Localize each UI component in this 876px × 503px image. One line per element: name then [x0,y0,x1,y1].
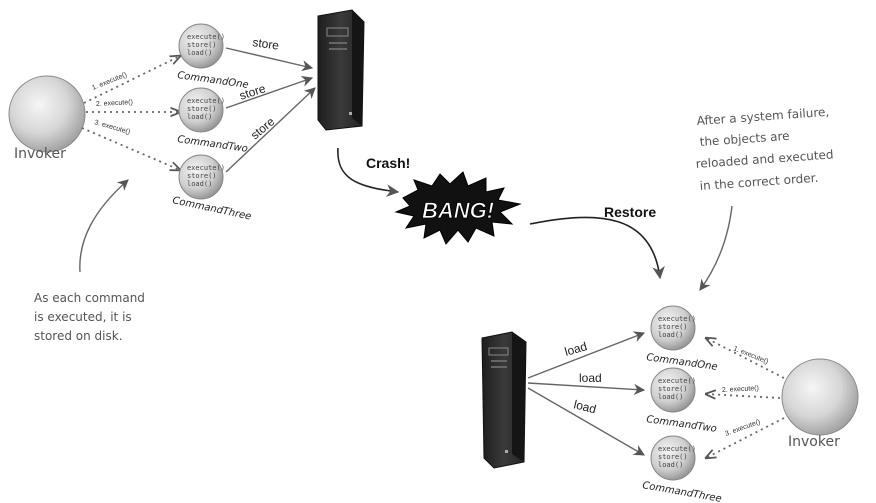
left-server [317,9,365,131]
right-call-line-3 [706,417,785,458]
left-call-label-3: 3. execute() [93,119,130,136]
right-call-label-3: 3. execute() [724,419,761,438]
method-execute: execute() [187,33,225,41]
crash-arrow [337,147,400,197]
method-load: load() [658,393,683,401]
load-label-3: load [572,397,597,416]
left-invoker-label: Invoker [14,146,66,162]
right-note-line-2: the objects are [699,129,790,149]
right-server [481,331,527,469]
right-execute-calls: 1. execute() 2. execute() 3. execute() [706,338,785,458]
method-execute: execute() [658,377,696,385]
left-command-one: execute() store() load() CommandOne [177,23,250,91]
left-command-two: execute() store() load() CommandTwo [177,87,249,155]
left-note-arrow [79,179,129,273]
load-arrow-2 [527,382,646,395]
load-arrow-3 [527,387,645,456]
method-load: load() [187,49,212,57]
left-note-line-2: is executed, it is [34,310,132,324]
command-name: CommandThree [171,195,252,222]
command-name: CommandThree [641,480,722,503]
restore-label: Restore [604,204,656,220]
right-command-three: execute() store() load() CommandThree [641,435,722,503]
right-invoker-label: Invoker [788,434,840,450]
right-command-two: execute() store() load() CommandTwo [646,367,718,435]
store-label-1: store [252,35,281,53]
left-call-line-1 [83,56,180,104]
right-note: After a system failure, the objects are … [695,105,834,291]
right-note-line-1: After a system failure, [696,105,829,128]
method-load: load() [187,180,212,188]
crash-label: Crash! [366,155,410,171]
method-store: store() [187,41,217,49]
command-name: CommandTwo [177,134,249,155]
method-load: load() [658,331,683,339]
method-store: store() [187,105,217,113]
command-name: CommandOne [177,70,250,91]
right-note-line-4: in the correct order. [699,171,818,193]
right-call-label-1: 1. execute() [732,345,769,365]
method-load: load() [658,461,683,469]
command-name: CommandTwo [646,414,718,435]
load-arrow-1 [527,331,646,379]
store-arrow-3 [225,87,316,173]
left-note-line-3: stored on disk. [34,329,123,343]
right-command-one: execute() store() load() CommandOne [646,305,718,373]
load-label-1: load [563,339,589,359]
left-execute-calls: 1. execute() 2. execute() 3. execute() [81,56,180,170]
bang-burst: BANG! [394,171,522,245]
right-call-line-2 [706,394,781,398]
left-call-label-2: 2. execute() [96,99,133,108]
left-call-line-3 [81,127,180,170]
method-execute: execute() [187,97,225,105]
store-arrow-1 [225,47,314,72]
right-call-label-2: 2. execute() [722,385,759,394]
method-store: store() [658,385,688,393]
method-store: store() [658,453,688,461]
method-execute: execute() [187,164,225,172]
store-arrow-2 [225,76,314,109]
left-store-edges: store store store [225,35,316,173]
load-label-2: load [579,371,602,385]
left-call-label-1: 1. execute() [91,72,128,92]
left-note: As each command is executed, it is store… [34,179,145,343]
right-note-line-3: reloaded and executed [695,147,834,171]
method-execute: execute() [658,445,696,453]
right-call-line-1 [706,338,785,379]
left-note-line-1: As each command [34,291,145,305]
method-load: load() [187,113,212,121]
restore-arrow [529,216,665,280]
left-command-three: execute() store() load() CommandThree [171,154,252,223]
bang-text: BANG! [422,198,494,223]
method-execute: execute() [658,315,696,323]
left-invoker: Invoker [8,75,86,162]
method-store: store() [187,172,217,180]
right-load-edges: load load load [527,331,646,456]
right-note-arrow [699,205,733,291]
method-store: store() [658,323,688,331]
right-invoker: Invoker [781,358,859,450]
